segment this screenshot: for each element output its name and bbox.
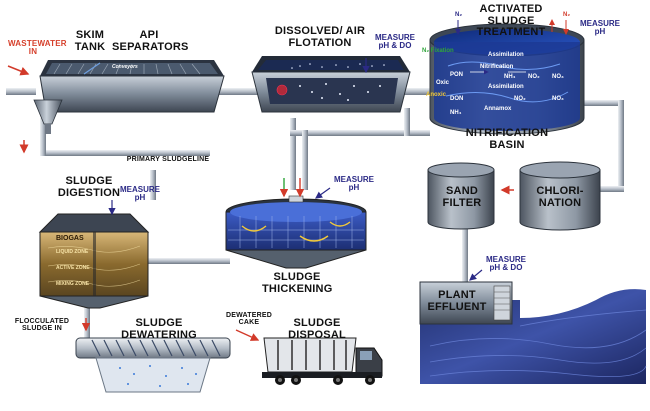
nitrification-basin bbox=[429, 19, 585, 135]
no2-low-label: NO₂ bbox=[514, 96, 526, 102]
oxic-label: Oxic bbox=[436, 80, 450, 86]
dewatered-cake-label: DEWATERED CAKE bbox=[226, 312, 273, 327]
sludge-thickening-label: SLUDGE THICKENING bbox=[262, 271, 333, 295]
pipes bbox=[6, 88, 624, 338]
wastewater-in-label: WASTEWATER IN bbox=[8, 39, 67, 57]
cake-arrow bbox=[235, 329, 260, 341]
sludge-dewatering-label: SLUDGE DEWATERING bbox=[121, 317, 197, 341]
biogas-label: BIOGAS bbox=[56, 235, 84, 242]
effluent-outfall bbox=[419, 269, 647, 384]
activated-sludge-label: ACTIVATED SLUDGE TREATMENT bbox=[476, 3, 546, 39]
assimilation-top-label: Assimilation bbox=[488, 52, 524, 58]
measure-ph-digestion: MEASURE pH bbox=[120, 185, 161, 203]
inflow-arrow bbox=[7, 65, 30, 76]
nitrification-label: Nitrification bbox=[480, 64, 514, 70]
thickener bbox=[225, 178, 367, 269]
active-zone-label: ACTIVE ZONE bbox=[56, 265, 90, 271]
pon-label: PON bbox=[450, 72, 464, 78]
chlorination-tank bbox=[519, 161, 601, 231]
no3-label: NO₃ bbox=[552, 74, 564, 80]
nh4-mid-label: NH₄ bbox=[504, 74, 516, 80]
chlorination-label: CHLORI- NATION bbox=[536, 185, 584, 209]
digester bbox=[38, 200, 150, 309]
skim-tank-label: SKIM TANK bbox=[74, 29, 106, 53]
n2-left-label: N₂ bbox=[455, 12, 462, 18]
measure-ph-do-daf: MEASURE pH & DO bbox=[374, 33, 415, 51]
disposal-truck bbox=[262, 337, 383, 385]
nitrification-basin-label: NITRIFICATION BASIN bbox=[465, 127, 549, 151]
assimilation-mid-label: Assimilation bbox=[488, 84, 524, 90]
daf-label: DISSOLVED/ AIR FLOTATION bbox=[274, 25, 366, 49]
measure-ph-do-effluent: MEASURE pH & DO bbox=[485, 255, 526, 273]
primary-sludgeline-label: PRIMARY SLUDGELINE bbox=[126, 156, 210, 163]
anoxic-label: Anoxic bbox=[426, 92, 447, 98]
mixing-zone-label: MIXING ZONE bbox=[56, 281, 90, 287]
api-separators-label: API SEPARATORS bbox=[112, 29, 189, 53]
sand-filter-tank bbox=[427, 162, 495, 230]
daf-unit bbox=[251, 56, 411, 113]
no3-low-label: NO₃ bbox=[552, 96, 564, 102]
dewatering-screw bbox=[75, 337, 231, 393]
sludge-disposal-label: SLUDGE DISPOSAL bbox=[288, 317, 346, 341]
plant-effluent-label: PLANT EFFLUENT bbox=[427, 289, 487, 313]
n2-right-label: N₂ bbox=[563, 12, 570, 18]
api-separator-unit bbox=[19, 60, 225, 154]
no2-label: NO₂ bbox=[528, 74, 540, 80]
measure-ph-basin: MEASURE pH bbox=[580, 19, 621, 37]
measure-ph-thickening: MEASURE pH bbox=[334, 175, 375, 193]
sludge-digestion-label: SLUDGE DIGESTION bbox=[57, 175, 121, 199]
n2-fixation-label: N₂ Fixation bbox=[422, 48, 454, 54]
don-label: DON bbox=[450, 96, 464, 102]
anammox-label: Annamox bbox=[484, 106, 512, 112]
conveyors-label: Conveyors bbox=[112, 64, 138, 70]
liquid-zone-label: LIQUID ZONE bbox=[56, 249, 89, 255]
sand-filter-label: SAND FILTER bbox=[442, 185, 482, 209]
nh4-left-label: NH₄ bbox=[450, 110, 462, 116]
flocculated-sludge-label: FLOCCULATED SLUDGE IN bbox=[14, 318, 70, 333]
